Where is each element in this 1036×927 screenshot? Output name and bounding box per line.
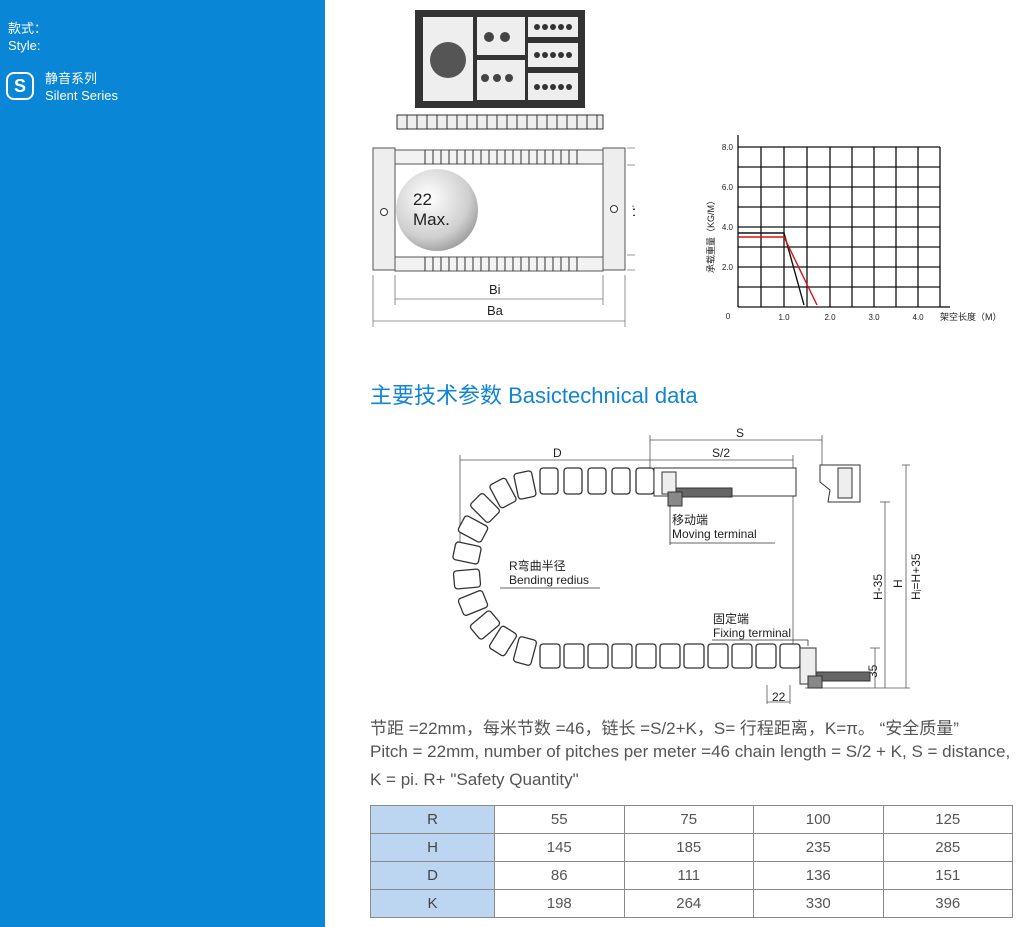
table-cell: 185 <box>623 833 754 862</box>
dim-d: D <box>553 446 562 460</box>
chain-installation-diagram: S S/2 D H-35 H Hᵢ=H+35 35 22 <box>452 426 923 704</box>
table-cell: 235 <box>753 833 884 862</box>
chart-load-curve <box>738 232 818 306</box>
x-tick-0: 0 <box>726 312 731 321</box>
chain-upper-run <box>452 467 655 666</box>
table-cell: 145 <box>494 833 625 862</box>
fixing-terminal-cn: 固定端 <box>713 611 749 626</box>
table-cell: 198 <box>494 889 625 918</box>
table-cell: 136 <box>753 861 884 890</box>
fixing-terminal-en: Fixing terminal <box>713 626 791 640</box>
table-cell: 86 <box>494 861 625 890</box>
x-tick-2: 2.0 <box>824 313 836 322</box>
dim-s: S <box>736 426 744 440</box>
cross-section-drawing: 22 Max. Hi Ha Bi Ba <box>372 10 635 327</box>
moving-terminal-en: Moving terminal <box>672 527 757 541</box>
spec-note-en-2: K = pi. R+ "Safety Quantity" <box>370 770 579 789</box>
load-span-chart: 8.0 6.0 4.0 2.0 0 1.0 2.0 3.0 4.0 架空长度（M… <box>705 135 1002 322</box>
dim-hi: Hi <box>630 205 635 217</box>
row-header-k: K <box>370 889 495 918</box>
series-name-cn: 静音系列 <box>45 71 98 86</box>
section-title: 主要技术参数 Basictechnical data <box>370 383 698 408</box>
spec-note-cn: 节距 =22mm，每米节数 =46，链长 =S/2+K，S= 行程距离，K=π。… <box>370 719 959 738</box>
spec-note-en-1: Pitch = 22mm, number of pitches per mete… <box>370 742 1011 761</box>
y-axis-label: 承载重量（KG/M） <box>705 196 716 273</box>
x-axis-label: 架空长度（M） <box>940 311 1002 322</box>
x-tick-1: 1.0 <box>778 313 790 322</box>
moving-terminal <box>653 467 797 507</box>
dim-h-35: H-35 <box>871 574 885 600</box>
row-header-h: H <box>370 833 495 862</box>
chain-lower-run <box>539 643 801 669</box>
table-cell: 151 <box>882 861 1013 890</box>
table-row: D 86 111 136 151 <box>370 861 1013 890</box>
dim-s-half: S/2 <box>712 446 730 460</box>
sidebar: 款式： Style: S 静音系列 Silent Series <box>0 0 325 927</box>
y-tick-4: 4.0 <box>722 223 734 232</box>
dim-bi: Bi <box>489 282 501 297</box>
bending-radius-en: Bending redius <box>509 573 589 587</box>
spec-table: R 55 75 100 125 H 145 185 235 285 D 86 1… <box>370 805 1013 918</box>
dimension-lines <box>372 147 635 327</box>
dim-h: H <box>891 579 905 588</box>
max-size-ball <box>396 169 478 251</box>
series-name: 静音系列 Silent Series <box>45 70 118 104</box>
y-tick-8: 8.0 <box>722 143 734 152</box>
style-label-en: Style: <box>8 38 41 53</box>
row-header-r: R <box>370 805 495 834</box>
y-tick-6: 6.0 <box>722 183 734 192</box>
chain-end-piece <box>819 464 861 503</box>
table-cell: 396 <box>882 889 1013 918</box>
table-row: R 55 75 100 125 <box>370 805 1013 834</box>
dim-hi: Hᵢ=H+35 <box>909 553 923 600</box>
table-cell: 75 <box>623 805 754 834</box>
dim-ba: Ba <box>487 303 504 318</box>
table-cell: 125 <box>882 805 1013 834</box>
style-label: 款式： Style: <box>8 20 47 54</box>
table-row: K 198 264 330 396 <box>370 889 1013 918</box>
series-name-en: Silent Series <box>45 88 118 103</box>
moving-terminal-cn: 移动端 <box>672 513 708 527</box>
y-tick-2: 2.0 <box>722 263 734 272</box>
row-header-d: D <box>370 861 495 890</box>
bending-radius-cn: R弯曲半径 <box>509 558 566 573</box>
dim-22: 22 <box>772 690 786 704</box>
size-value: 22 <box>413 190 432 209</box>
chain-end-view <box>415 10 585 108</box>
table-cell: 285 <box>882 833 1013 862</box>
chain-cross-section: 22 Max. <box>372 147 626 272</box>
chain-side-strip <box>396 114 604 130</box>
x-tick-4: 4.0 <box>912 313 924 322</box>
size-max: Max. <box>413 210 450 229</box>
table-row: H 145 185 235 285 <box>370 833 1013 862</box>
table-cell: 55 <box>494 805 625 834</box>
table-cell: 100 <box>753 805 884 834</box>
table-cell: 264 <box>623 889 754 918</box>
table-cell: 330 <box>753 889 884 918</box>
series-badge-icon: S <box>6 72 34 100</box>
x-tick-3: 3.0 <box>868 313 880 322</box>
fixing-terminal <box>799 647 871 689</box>
chart-grid <box>737 135 950 308</box>
style-label-cn: 款式： <box>8 21 48 36</box>
table-cell: 111 <box>623 861 754 890</box>
